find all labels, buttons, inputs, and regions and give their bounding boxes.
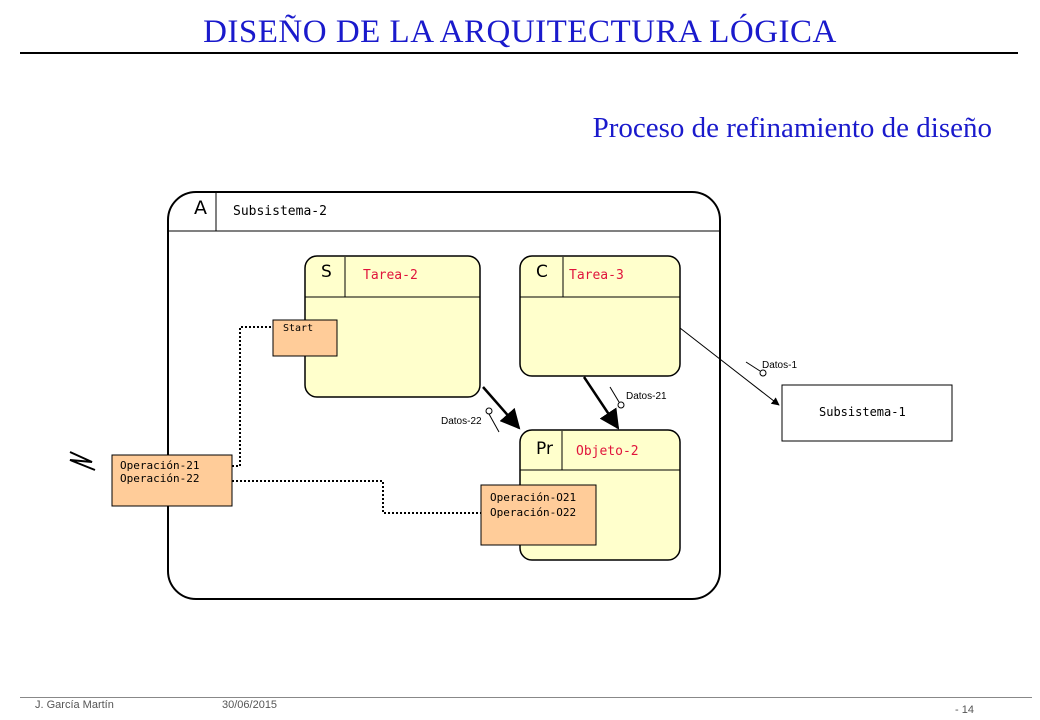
task3-box [519, 255, 681, 377]
event-icon [69, 451, 96, 471]
task3-to-subsystem1-arrow [679, 327, 780, 406]
start-label: Start [283, 323, 314, 334]
interface-op-1: Operación-21 [120, 459, 200, 472]
page-subtitle: Proceso de refinamiento de diseño [592, 112, 992, 144]
page-title: DISEÑO DE LA ARQUITECTURA LÓGICA [203, 14, 837, 50]
subsystem2-name: Subsistema-2 [233, 204, 327, 219]
subsystem1-box [781, 384, 953, 442]
data-label-1: Datos-1 [762, 360, 798, 371]
task2-type: S [321, 262, 332, 282]
task3-type: C [536, 262, 548, 282]
footer-author: J. García Martín [35, 699, 114, 711]
interface-op-2: Operación-22 [120, 472, 200, 485]
subsystem2-type: A [194, 197, 207, 219]
data-couple-1-circle [759, 369, 767, 377]
start-link [232, 326, 273, 467]
data-couple-21-circle [617, 401, 625, 409]
task2-name: Tarea-2 [363, 268, 418, 283]
data-couple-1 [745, 361, 761, 372]
op22-link [232, 480, 481, 514]
start-box [272, 319, 338, 357]
object2-op-1: Operación-O21 [490, 491, 577, 504]
footer-divider [20, 697, 1032, 698]
data-couple-21 [609, 386, 620, 403]
task3-to-object2-arrow [582, 376, 620, 430]
object2-op-2: Operación-O22 [490, 506, 577, 519]
footer-date: 30/06/2015 [222, 699, 278, 711]
object2-type: Pr [536, 439, 553, 459]
footer-page: - 14 [955, 704, 974, 716]
title-divider [20, 52, 1018, 54]
data-label-22: Datos-22 [441, 416, 482, 427]
object2-ops-box [480, 484, 597, 546]
data-couple-22 [488, 413, 500, 433]
data-couple-22-circle [485, 407, 493, 415]
subsystem1-name: Subsistema-1 [819, 405, 906, 419]
task3-name: Tarea-3 [569, 268, 624, 283]
interface-ops-box [111, 454, 233, 507]
object2-name: Objeto-2 [576, 444, 639, 459]
task2-to-object2-arrow [482, 386, 521, 430]
data-label-21: Datos-21 [626, 391, 667, 402]
